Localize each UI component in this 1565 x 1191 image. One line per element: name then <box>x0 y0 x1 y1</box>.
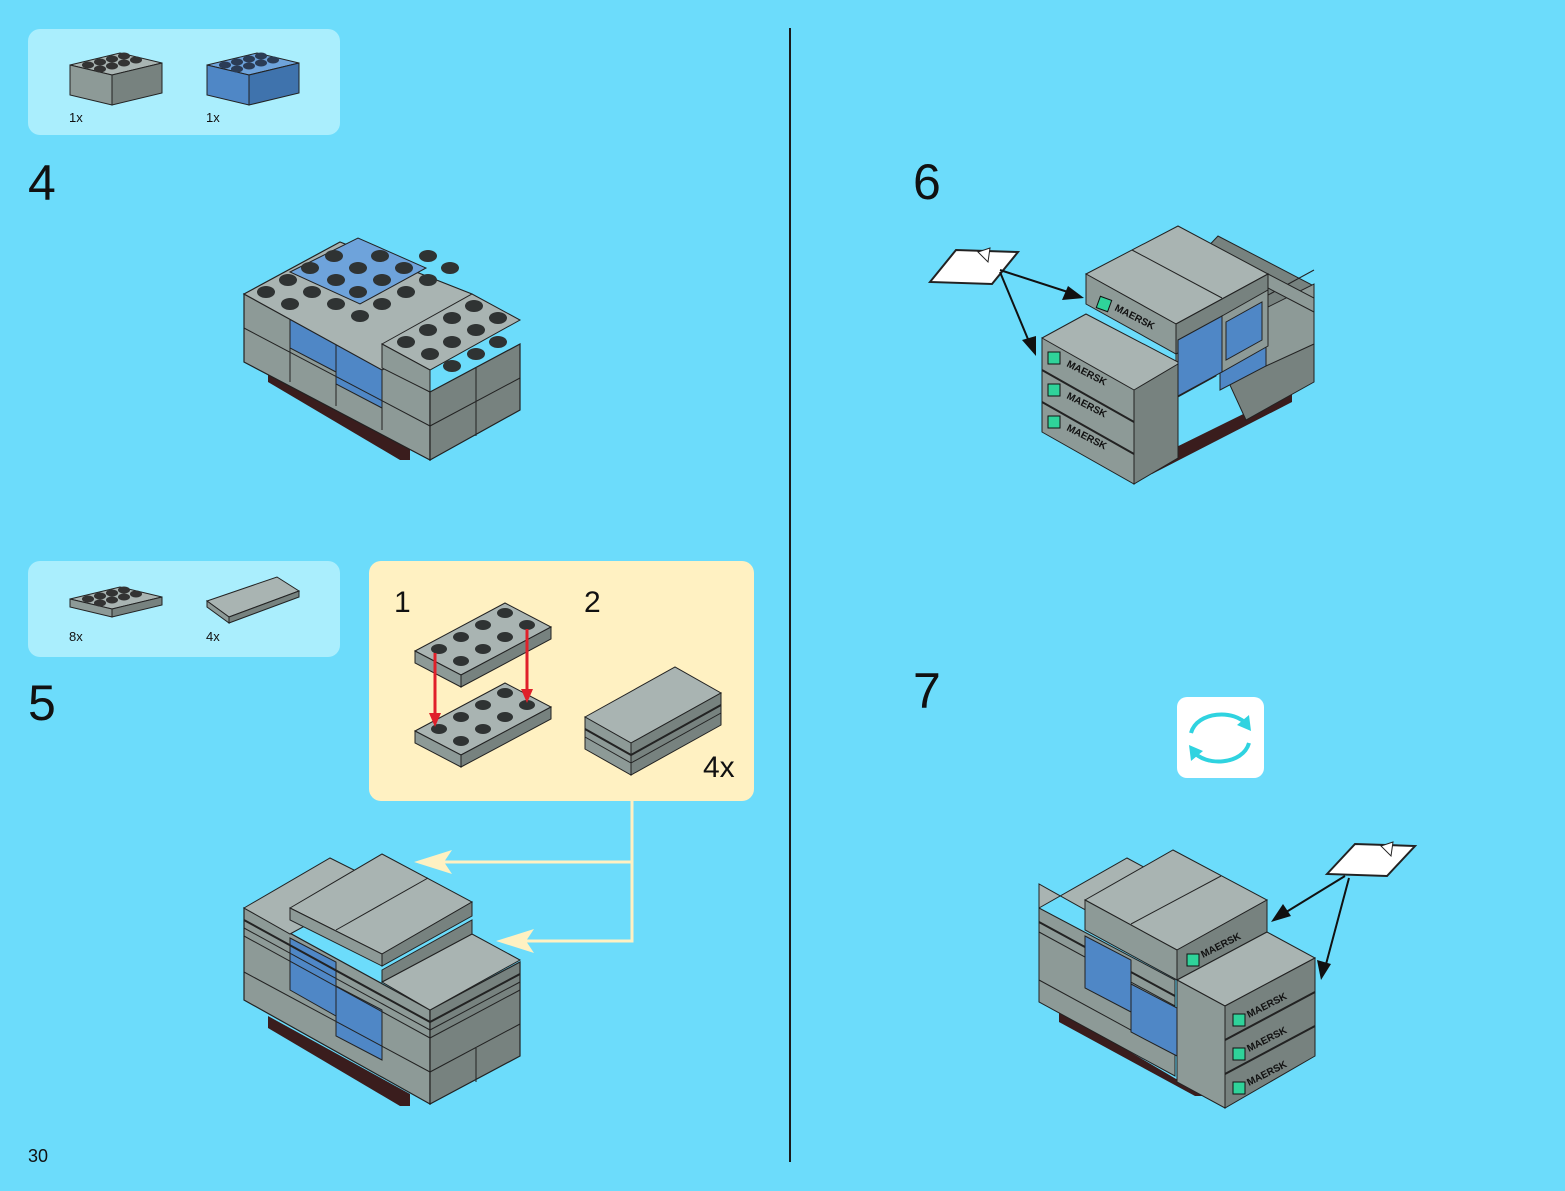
rotate-arrows-icon <box>1177 697 1264 778</box>
plate-stack-illustration <box>413 591 558 756</box>
page-number: 30 <box>28 1146 48 1167</box>
part-qty: 1x <box>69 110 83 125</box>
plate-tile-assembly-illustration <box>583 665 723 775</box>
step-number: 6 <box>913 157 941 207</box>
subassembly-box: 1 2 4x <box>369 561 754 801</box>
step5-parts-list: 8x 4x <box>28 561 340 657</box>
step7-model: MAERSK MAERSK MAERSK MAERSK <box>1035 840 1420 1115</box>
step6-model: MAERSK MAERSK MAERSK MAERSK <box>926 222 1321 487</box>
step-number: 7 <box>913 666 941 716</box>
step-number: 5 <box>28 678 56 728</box>
rotate-model-icon <box>1177 697 1264 778</box>
grey-tile-icon <box>205 571 305 621</box>
step4-model <box>240 232 525 464</box>
subassembly-quantity: 4x <box>703 751 735 785</box>
step5-model <box>240 850 525 1110</box>
grey-plate-icon <box>68 571 168 621</box>
substep-number: 2 <box>584 586 601 620</box>
step-number: 4 <box>28 158 56 208</box>
part-qty: 4x <box>206 629 220 644</box>
part-qty: 1x <box>206 110 220 125</box>
step4-parts-list: 1x 1x <box>28 29 340 135</box>
page-divider <box>789 28 791 1162</box>
blue-brick-icon <box>205 37 305 107</box>
part-qty: 8x <box>69 629 83 644</box>
grey-brick-icon <box>68 37 168 107</box>
substep-number: 1 <box>394 586 411 620</box>
